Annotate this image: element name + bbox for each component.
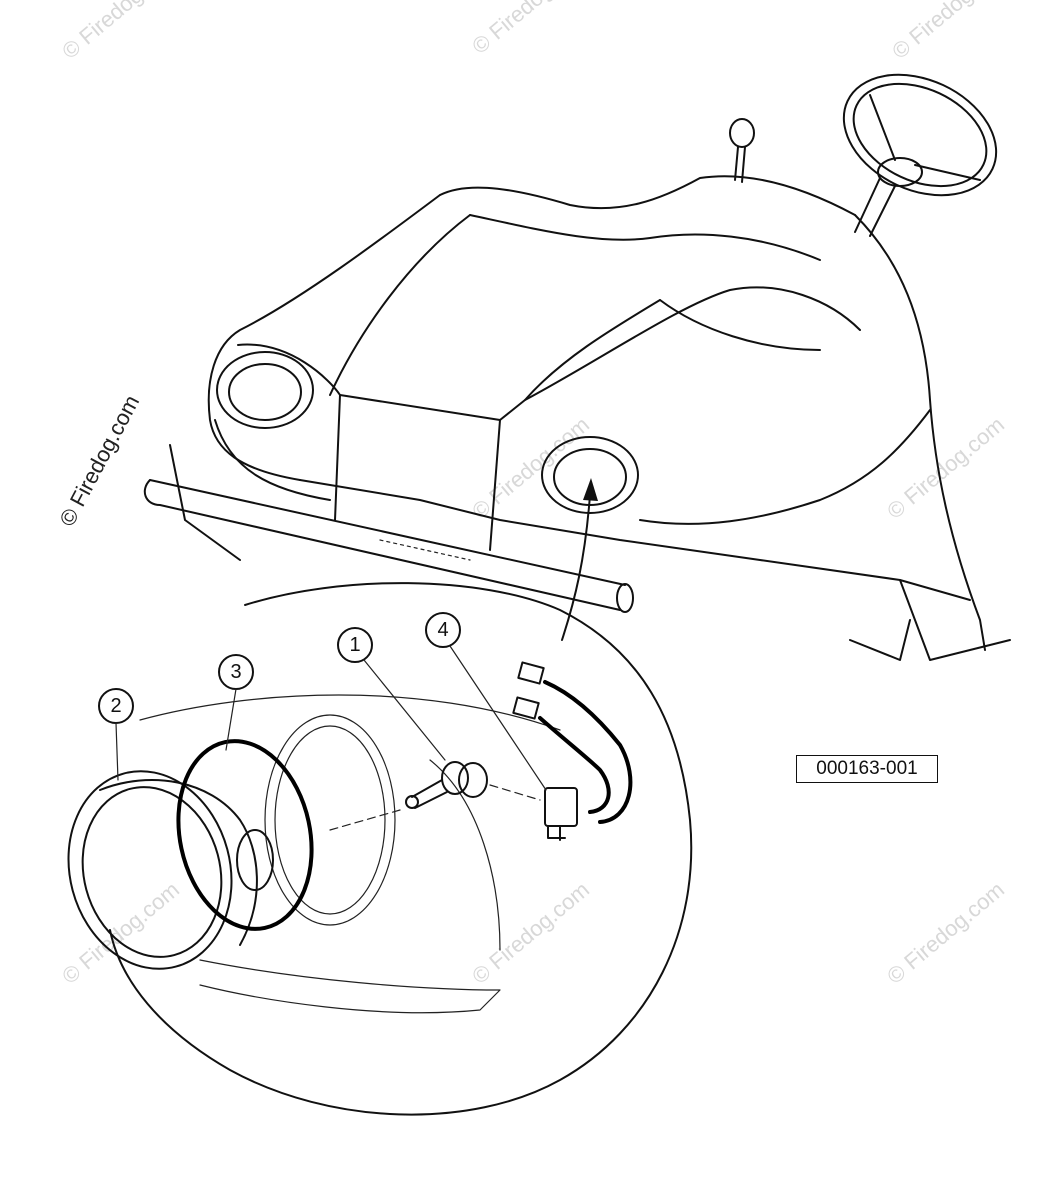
watermark-text: © Firedog.com [467,0,594,59]
callout-4: 4 [425,612,547,791]
watermark-text: © Firedog.com [54,391,144,530]
callout-number: 4 [437,619,448,641]
watermark-text: © Firedog.com [467,412,594,524]
callout-3: 3 [218,654,254,751]
watermark-text: © Firedog.com [57,0,184,64]
detail-arrow [561,478,598,641]
watermark-text: © Firedog.com [467,877,594,989]
body-headlight-left [216,351,314,429]
steering-wheel [842,73,998,237]
watermark-text: © Firedog.com [882,877,1009,989]
callout-number: 2 [110,695,121,717]
watermark-layer: © Firedog.com © Firedog.com © Firedog.co… [54,0,1014,989]
gasket-ring [176,739,314,931]
callout-1: 1 [337,627,446,761]
vehicle-body [169,175,1011,661]
headlight-lens [67,770,274,970]
shift-lever [729,118,755,183]
watermark-text: © Firedog.com [57,877,184,989]
detail-view [67,582,693,1116]
callout-number: 3 [230,661,241,683]
callout-number: 1 [349,634,360,656]
bulb-socket [405,761,488,809]
part-number-label: 000163-001 [796,755,938,783]
watermark-text: © Firedog.com [887,0,1014,64]
callout-2: 2 [98,688,134,781]
wire-harness [512,661,633,841]
front-bumper [143,479,634,613]
